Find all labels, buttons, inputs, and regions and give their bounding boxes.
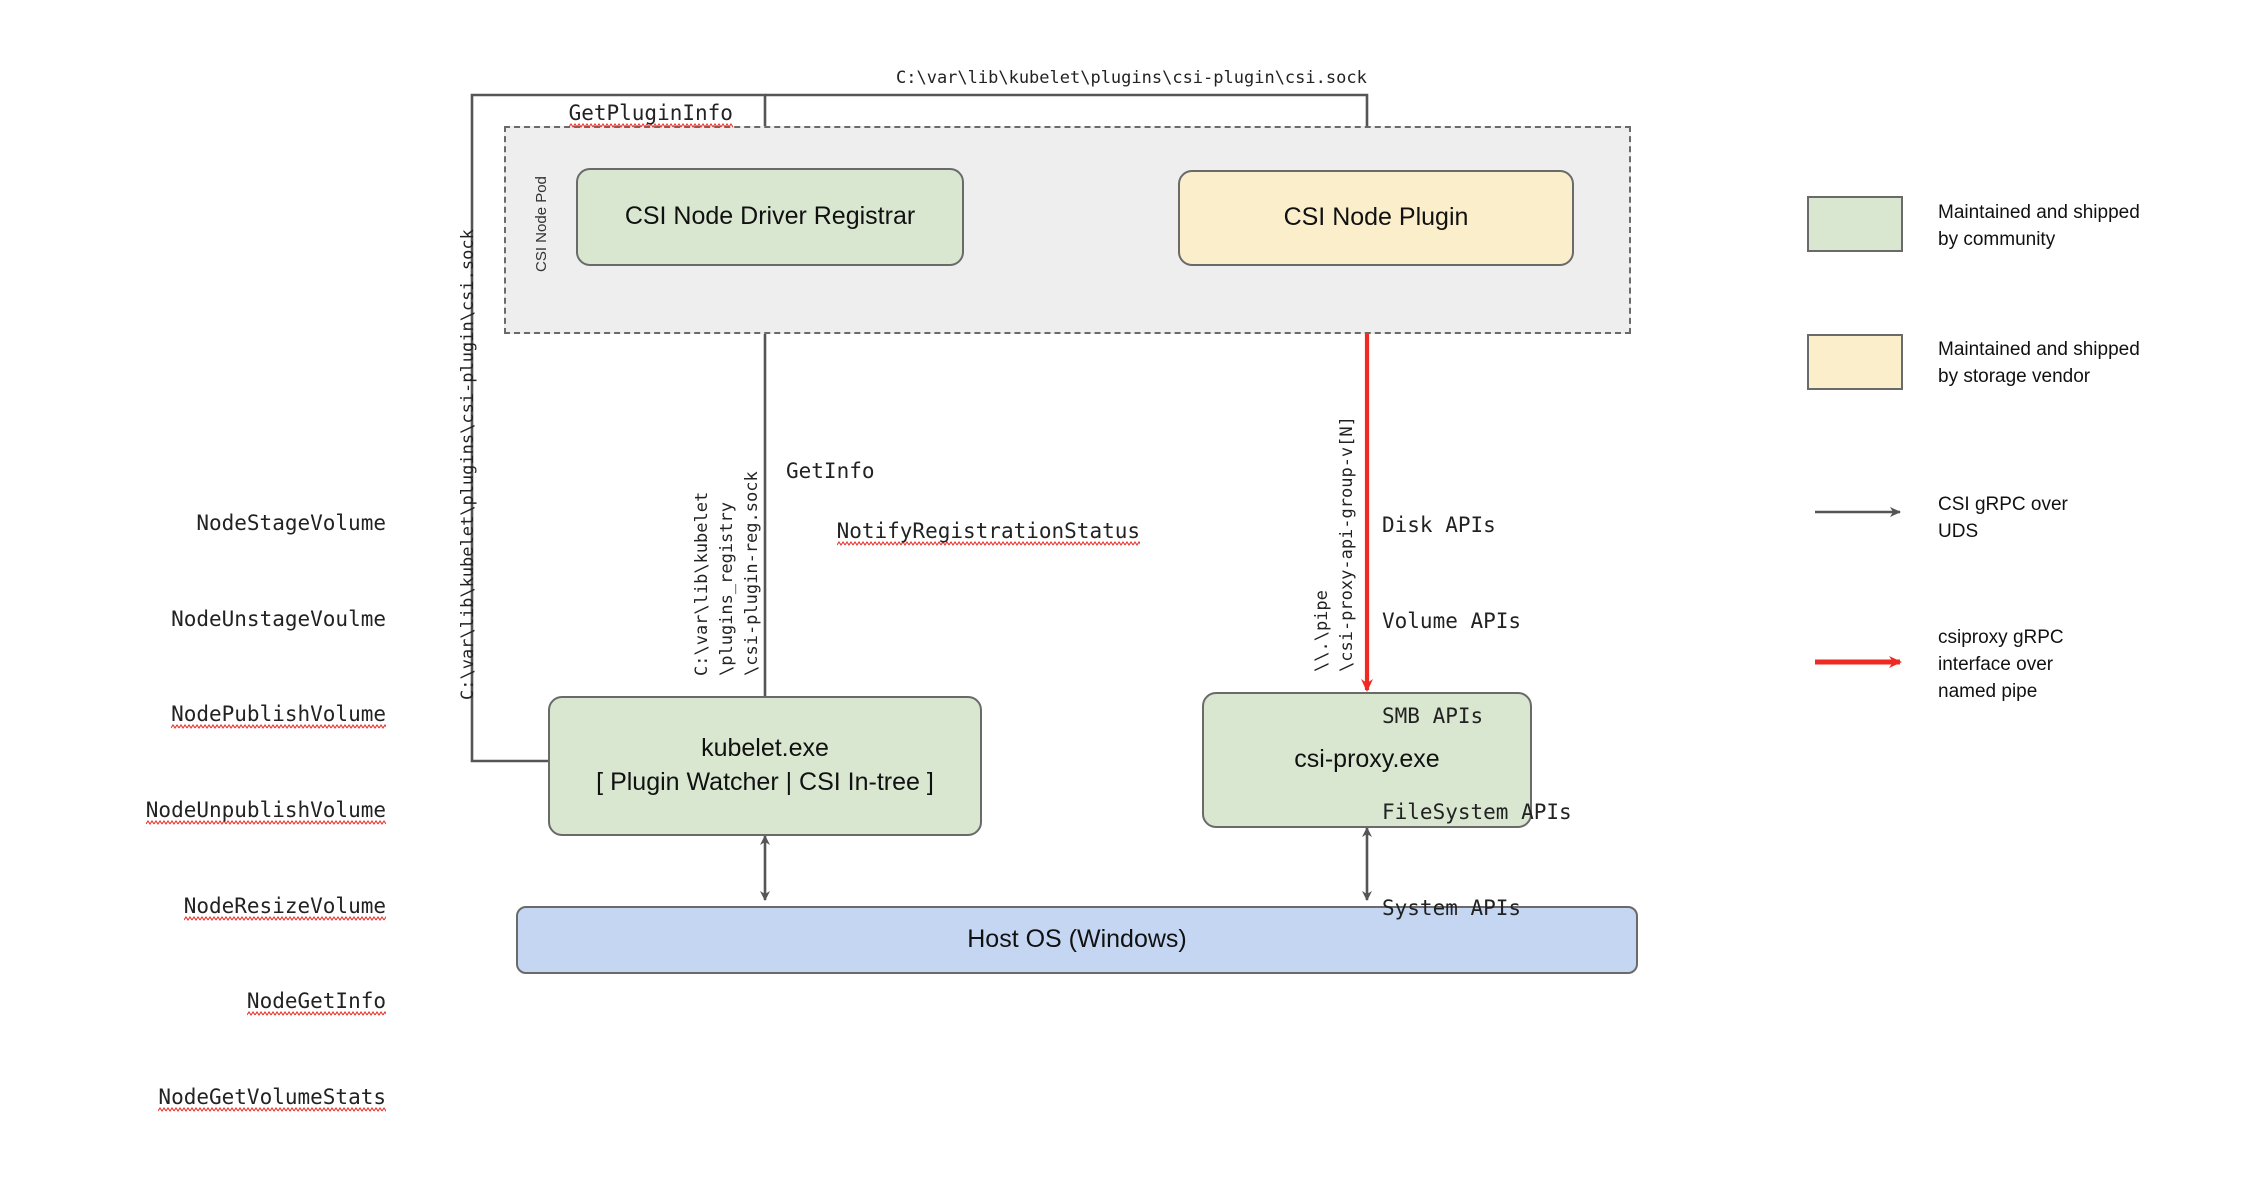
node-api-call-label: NodeGetVolumeStats xyxy=(158,1085,386,1114)
node-api-call-label: NodeUnstageVoulme xyxy=(171,606,386,631)
label-csi-sock-path-top: C:\var\lib\kubelet\plugins\csi-plugin\cs… xyxy=(896,68,1367,88)
label-registry-path-line-3: \csi-plugin-reg.sock xyxy=(742,471,762,676)
csi-proxy-api-item: Disk APIs xyxy=(1382,512,1496,537)
node-csi-proxy-exe-label: csi-proxy.exe xyxy=(1294,745,1440,774)
label-get-plugin-info-text: GetPluginInfo xyxy=(568,101,733,130)
legend-label-community: Maintained and shipped by community xyxy=(1938,202,2140,250)
node-api-call-label: NodeUnpublishVolume xyxy=(145,797,386,826)
node-api-call-list: NodeStageVolume NodeUnstageVoulme NodePu… xyxy=(96,444,386,1178)
node-api-call-item: NodeGetInfo xyxy=(96,986,386,1018)
node-csi-node-plugin[interactable]: CSI Node Plugin xyxy=(1178,170,1574,266)
csi-proxy-api-item: Volume APIs xyxy=(1382,608,1522,633)
node-kubelet-exe[interactable]: kubelet.exe [ Plugin Watcher | CSI In-tr… xyxy=(548,696,982,836)
node-host-os-label: Host OS (Windows) xyxy=(967,925,1187,954)
label-named-pipe-line-1: \\.\pipe xyxy=(1312,590,1332,672)
node-kubelet-exe-line1: kubelet.exe xyxy=(701,734,829,763)
csi-node-pod-label: CSI Node Pod xyxy=(533,176,550,272)
csi-proxy-api-item: FileSystem APIs xyxy=(1382,799,1572,824)
node-api-call-label: NodeGetInfo xyxy=(246,989,386,1018)
legend-label-storage-vendor: Maintained and shipped by storage vendor xyxy=(1938,339,2140,387)
diagram-canvas: CSI Node Pod CSI Node Driver Registrar C… xyxy=(145,68,2140,1114)
node-api-call-item: NodeStageVolume xyxy=(96,508,386,540)
node-csi-node-plugin-label: CSI Node Plugin xyxy=(1283,203,1469,232)
label-get-info: GetInfo xyxy=(786,459,875,483)
label-csi-sock-path-vertical: C:\var\lib\kubelet\plugins\csi-plugin\cs… xyxy=(458,229,478,700)
node-api-call-label: NodeResizeVolume xyxy=(183,893,386,922)
node-api-call-item: NodeUnpublishVolume xyxy=(96,795,386,827)
node-kubelet-exe-line2: [ Plugin Watcher | CSI In-tree ] xyxy=(596,768,934,796)
csi-proxy-api-list: Disk APIs Volume APIs SMB APIs FileSyste… xyxy=(1382,446,1572,988)
node-api-call-item: NodePublishVolume xyxy=(96,699,386,731)
label-registry-path-line-1: C:\var\lib\kubelet xyxy=(692,491,712,676)
label-named-pipe-line-2: \csi-proxy-api-group-v[N] xyxy=(1337,416,1357,672)
csi-proxy-api-item: SMB APIs xyxy=(1382,704,1484,729)
node-api-call-label: NodeStageVolume xyxy=(196,510,386,535)
node-csi-node-driver-registrar-label: CSI Node Driver Registrar xyxy=(624,202,916,231)
label-notify-registration-status: NotifyRegistrationStatus xyxy=(786,486,1141,577)
label-registry-path-line-2: \plugins_registry xyxy=(717,502,737,676)
node-csi-node-driver-registrar[interactable]: CSI Node Driver Registrar xyxy=(576,168,964,266)
legend-swatch-community xyxy=(1807,196,1903,252)
legend-label-csi-grpc-uds: CSI gRPC over UDS xyxy=(1938,494,2068,542)
node-api-call-label: NodePublishVolume xyxy=(171,702,386,731)
edge-getplugininfo xyxy=(470,93,767,763)
csi-proxy-api-item: System APIs xyxy=(1382,895,1522,920)
node-api-call-item: NodeUnstageVoulme xyxy=(96,604,386,636)
legend-label-csiproxy-grpc-named-pipe: csiproxy gRPC interface over named pipe xyxy=(1938,627,2064,702)
label-get-plugin-info: GetPluginInfo xyxy=(518,68,733,159)
node-api-call-item: NodeResizeVolume xyxy=(96,891,386,923)
node-csi-proxy-exe[interactable]: csi-proxy.exe xyxy=(1202,692,1532,828)
node-host-os[interactable]: Host OS (Windows) xyxy=(516,906,1638,974)
node-api-call-item: NodeGetVolumeStats xyxy=(96,1082,386,1114)
legend-swatch-storage-vendor xyxy=(1807,334,1903,390)
label-notify-registration-status-text: NotifyRegistrationStatus xyxy=(836,519,1141,548)
